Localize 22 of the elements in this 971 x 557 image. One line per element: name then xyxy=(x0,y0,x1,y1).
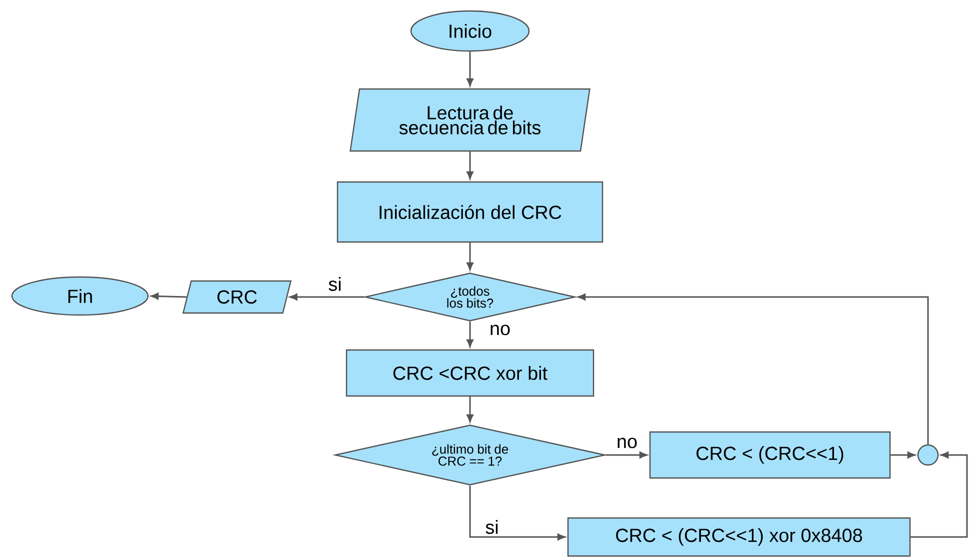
arrow xyxy=(578,294,929,444)
arrow xyxy=(469,486,566,540)
arrow xyxy=(466,242,474,270)
edge-label: si xyxy=(327,276,343,292)
edge-label: no xyxy=(488,324,512,336)
edge-label: no xyxy=(615,436,639,450)
input-output-parallelogram: Lectura de secuencia de bits xyxy=(350,88,590,152)
process-box: CRC < (CRC<<1) xyxy=(649,431,891,479)
arrow xyxy=(290,294,364,300)
arrow xyxy=(910,452,968,538)
arrow xyxy=(150,292,187,300)
connector-circle xyxy=(917,444,939,466)
process-box: CRC < (CRC<<1) xor 0x8408 xyxy=(567,517,911,557)
arrow xyxy=(466,322,474,348)
arrow xyxy=(606,452,648,458)
arrow xyxy=(466,52,474,86)
arrow xyxy=(890,452,916,458)
process-box: CRC <CRC xor bit xyxy=(346,349,594,397)
arrow xyxy=(466,152,474,180)
process-box: Inicialización del CRC xyxy=(336,181,604,243)
edge-label: si xyxy=(484,519,500,535)
arrow xyxy=(466,396,474,422)
